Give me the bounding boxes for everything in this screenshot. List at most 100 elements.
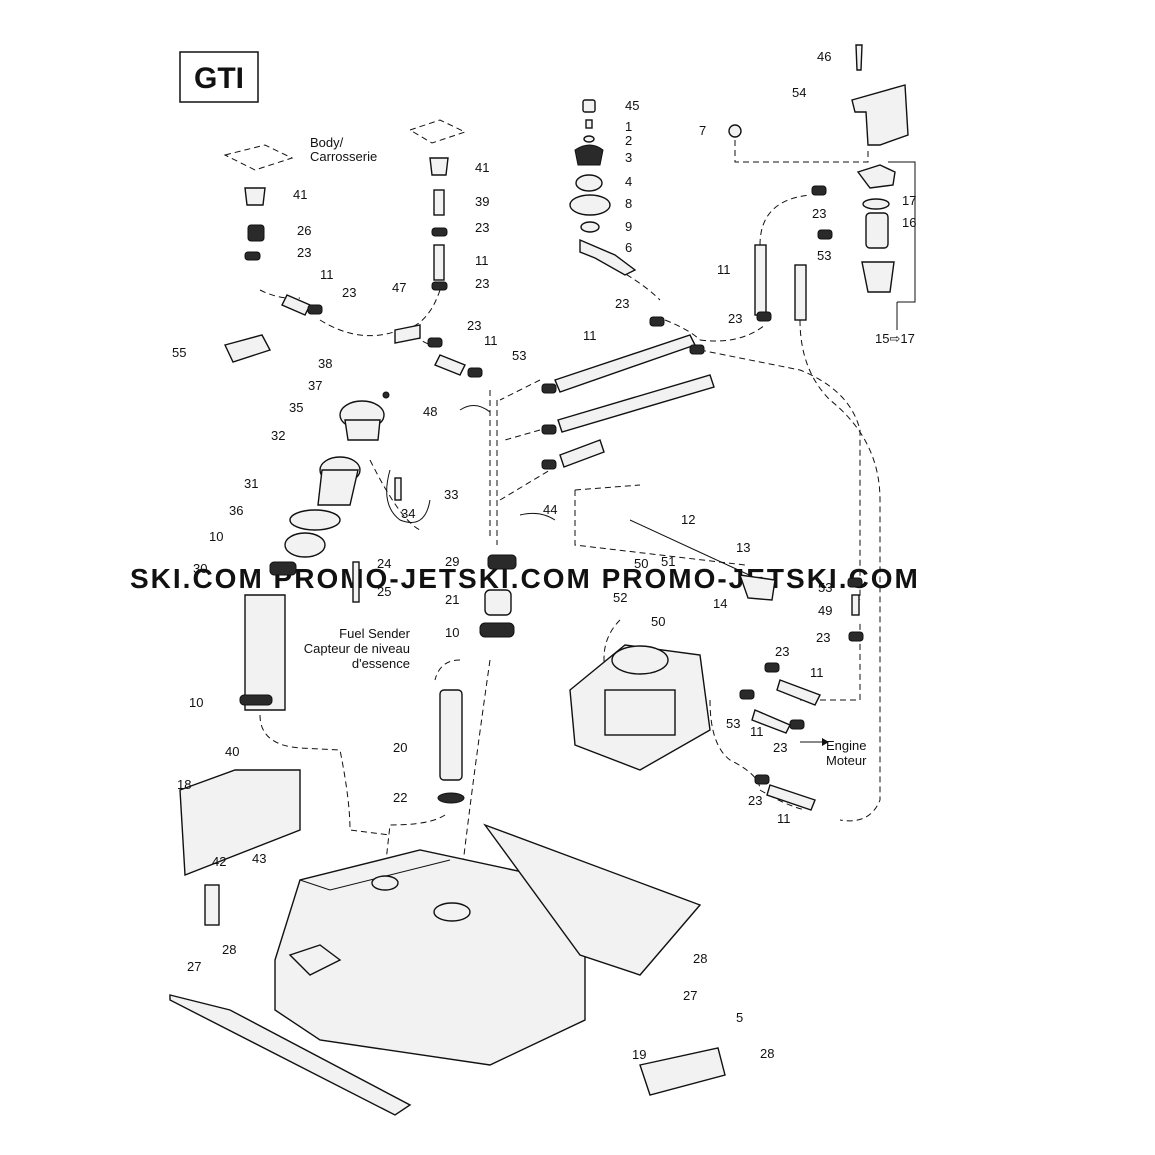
fuel-filter-assembly	[728, 44, 916, 330]
callout-28: 28	[222, 942, 236, 957]
callout-28: 28	[760, 1046, 774, 1061]
callout-41: 41	[475, 160, 489, 175]
caption-fuel-sender: Fuel Sender Capteur de niveau d'essence	[304, 626, 411, 671]
callout-40: 40	[225, 744, 239, 759]
callout-55: 55	[172, 345, 186, 360]
callout-24: 24	[377, 556, 391, 571]
callout-3: 3	[625, 150, 632, 165]
model-box: GTI	[179, 51, 259, 103]
callout-9: 9	[625, 219, 632, 234]
callout-34: 34	[401, 506, 415, 521]
vent-assembly	[223, 119, 483, 378]
callout-43: 43	[252, 851, 266, 866]
callout-12: 12	[681, 512, 695, 527]
fuel-valve-assembly	[569, 99, 637, 276]
callout-11: 11	[320, 267, 334, 282]
callout-11: 11	[583, 328, 597, 343]
callout-36: 36	[229, 503, 243, 518]
callout-23: 23	[475, 276, 489, 291]
caption-engine: Engine Moteur	[800, 738, 867, 768]
callout-1: 1	[625, 119, 632, 134]
callout-23: 23	[812, 206, 826, 221]
callout-25: 25	[377, 584, 391, 599]
callout-49: 49	[818, 603, 832, 618]
callout-22: 22	[393, 790, 407, 805]
callout-32: 32	[271, 428, 285, 443]
fuel-tank	[169, 769, 726, 1116]
callout-41: 41	[293, 187, 307, 202]
callout-5: 5	[736, 1010, 743, 1025]
callout-23: 23	[775, 644, 789, 659]
hose-routing-lines	[259, 140, 881, 891]
callout-19: 19	[632, 1047, 646, 1062]
fuel-sender-assembly	[437, 554, 517, 804]
callout-38: 38	[318, 356, 332, 371]
callout-52: 52	[613, 590, 627, 605]
callout-45: 45	[625, 98, 639, 113]
callout-44: 44	[543, 502, 557, 517]
callout-27: 27	[683, 988, 697, 1003]
callout-16: 16	[902, 215, 916, 230]
callout-14: 14	[713, 596, 727, 611]
svg-text:Engine: Engine	[826, 738, 866, 753]
callout-31: 31	[244, 476, 258, 491]
callout-23: 23	[467, 318, 481, 333]
callout-29: 29	[445, 554, 459, 569]
hose-set	[459, 316, 715, 521]
callout-17: 17	[902, 193, 916, 208]
callout-53: 53	[818, 580, 832, 595]
callout-20: 20	[393, 740, 407, 755]
callout-2: 2	[625, 133, 632, 148]
callout-30: 30	[193, 561, 207, 576]
callout-53: 53	[817, 248, 831, 263]
caption-body: Body/ Carrosserie	[310, 135, 377, 164]
svg-text:Fuel Sender: Fuel Sender	[339, 626, 410, 641]
svg-text:Moteur: Moteur	[826, 753, 867, 768]
callout-11: 11	[475, 253, 489, 268]
callout-26: 26	[297, 223, 311, 238]
callout-labels: 46 54 45 1 2 3 4 8 9 6 7 17 16 23 53 11 …	[172, 49, 916, 1062]
callout-23: 23	[773, 740, 787, 755]
callout-27: 27	[187, 959, 201, 974]
callout-21: 21	[445, 592, 459, 607]
callout-10: 10	[189, 695, 203, 710]
callout-11: 11	[717, 262, 731, 277]
callout-23: 23	[475, 220, 489, 235]
callout-46: 46	[817, 49, 831, 64]
callout-54: 54	[792, 85, 806, 100]
svg-text:d'essence: d'essence	[352, 656, 410, 671]
callout-28: 28	[693, 951, 707, 966]
callout-53: 53	[726, 716, 740, 731]
filter-range-label: 15⇨17	[875, 331, 915, 346]
callout-50: 50	[651, 614, 665, 629]
callout-10: 10	[209, 529, 223, 544]
callout-51: 51	[661, 554, 675, 569]
callout-10: 10	[445, 625, 459, 640]
callout-11: 11	[777, 811, 791, 826]
callout-37: 37	[308, 378, 322, 393]
callout-23: 23	[728, 311, 742, 326]
filler-neck-assembly	[239, 391, 431, 711]
callout-11: 11	[810, 665, 824, 680]
watermark: SKI.COM PROMO-JETSKI.COM PROMO-JETSKI.CO…	[130, 563, 920, 594]
callout-42: 42	[212, 854, 226, 869]
callout-7: 7	[699, 123, 706, 138]
carburetor	[569, 519, 864, 811]
callout-23: 23	[615, 296, 629, 311]
svg-text:Body/: Body/	[310, 135, 344, 150]
callout-39: 39	[475, 194, 489, 209]
callout-13: 13	[736, 540, 750, 555]
callout-11: 11	[484, 333, 498, 348]
callout-53: 53	[512, 348, 526, 363]
callout-4: 4	[625, 174, 632, 189]
callout-23: 23	[748, 793, 762, 808]
callout-11: 11	[750, 724, 764, 739]
callout-8: 8	[625, 196, 632, 211]
svg-text:Capteur de niveau: Capteur de niveau	[304, 641, 410, 656]
model-label: GTI	[194, 62, 244, 95]
callout-35: 35	[289, 400, 303, 415]
callout-6: 6	[625, 240, 632, 255]
svg-text:Carrosserie: Carrosserie	[310, 149, 377, 164]
callout-47: 47	[392, 280, 406, 295]
